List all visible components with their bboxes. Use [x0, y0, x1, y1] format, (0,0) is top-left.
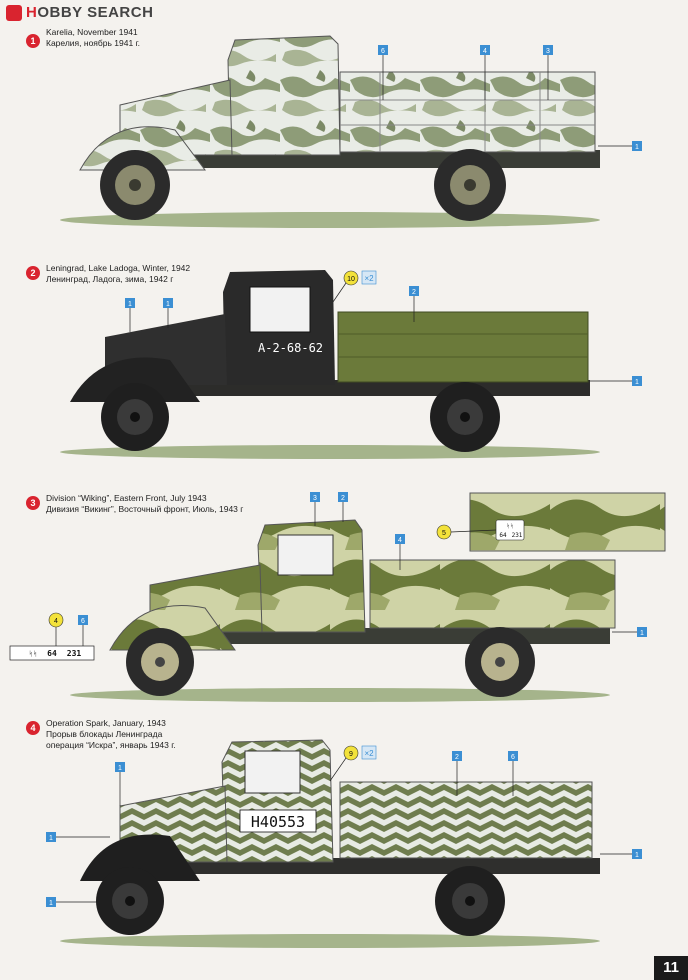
callout-1-top: 1 — [115, 762, 125, 806]
svg-text:1: 1 — [118, 765, 122, 772]
callout-3: 3 — [310, 492, 320, 526]
svg-text:6: 6 — [81, 618, 85, 625]
svg-text:1: 1 — [49, 900, 53, 907]
cargo-bed — [369, 559, 616, 629]
callout-6: 6 — [78, 615, 88, 646]
grass-ground — [70, 688, 610, 702]
svg-text:1: 1 — [640, 630, 644, 637]
front-fender — [79, 126, 206, 171]
profile-3-number: 3 — [26, 496, 40, 510]
svg-text:3: 3 — [313, 495, 317, 502]
svg-text:1: 1 — [635, 852, 639, 859]
svg-text:231: 231 — [512, 532, 523, 539]
callout-6: 6 — [378, 45, 388, 100]
svg-text:1: 1 — [49, 835, 53, 842]
truck-profile-1: 6 4 3 1 — [60, 35, 642, 228]
svg-text:×2: ×2 — [364, 749, 374, 758]
page-number: 11 — [654, 956, 688, 980]
svg-text:2: 2 — [341, 495, 345, 502]
board-plate: ᛋᛋ 64 231 — [495, 519, 525, 541]
callout-4-plate: 4 — [48, 612, 64, 646]
svg-text:5: 5 — [442, 530, 446, 537]
callout-3: 3 — [543, 45, 553, 100]
callout-1-b: 1 — [163, 298, 173, 328]
registration-plate: H40553 — [251, 813, 305, 831]
cab-window — [244, 750, 301, 794]
svg-text:1: 1 — [635, 144, 639, 151]
svg-text:3: 3 — [546, 48, 550, 55]
rear-wheel — [435, 866, 505, 936]
profile-2-number: 2 — [26, 266, 40, 280]
svg-text:231: 231 — [67, 649, 82, 658]
callout-4: 4 — [480, 45, 490, 100]
truck-profile-2: А-2-68-62 1 1 2 1 10 ×2 — [60, 270, 642, 459]
rear-wheel — [434, 149, 506, 221]
truck-profile-3: ᛋᛋ 64 231 ᛋᛋ 64 231 3 2 4 5 4 6 1 — [9, 492, 666, 702]
callout-1-a: 1 — [125, 298, 135, 332]
cab-window — [249, 286, 311, 333]
svg-text:6: 6 — [511, 754, 515, 761]
svg-text:4: 4 — [483, 48, 487, 55]
svg-text:ᛋᛋ: ᛋᛋ — [29, 650, 37, 658]
quantity-x2: ×2 — [361, 270, 377, 285]
rear-wheel — [465, 627, 535, 697]
front-fender — [70, 357, 200, 402]
hobby-search-logo: HOBBY SEARCH — [6, 4, 153, 21]
callout-1-c: 1 — [590, 376, 642, 386]
logo-text: HOBBY SEARCH — [26, 4, 154, 21]
callout-4: 4 — [395, 534, 405, 570]
profile-1-number: 1 — [26, 34, 40, 48]
svg-text:ᛋᛋ: ᛋᛋ — [506, 523, 513, 530]
svg-text:4: 4 — [54, 618, 58, 625]
svg-text:1: 1 — [635, 379, 639, 386]
cargo-bed — [339, 781, 593, 859]
callout-1: 1 — [598, 141, 642, 151]
front-wheel — [96, 867, 164, 935]
svg-text:64: 64 — [47, 649, 57, 658]
quantity-x2: ×2 — [361, 745, 377, 760]
callout-1-left: 1 — [46, 832, 110, 842]
front-fender — [80, 834, 200, 881]
cab — [227, 35, 341, 156]
registration-plate: ᛋᛋ 64 231 — [9, 645, 95, 661]
svg-text:6: 6 — [381, 48, 385, 55]
profile-1-caption: Karelia, November 1941 Карелия, ноябрь 1… — [46, 27, 140, 48]
front-wheel — [100, 150, 170, 220]
svg-text:2: 2 — [455, 754, 459, 761]
callout-1-right: 1 — [600, 849, 642, 859]
callout-2: 2 — [409, 286, 419, 322]
profile-4-number: 4 — [26, 721, 40, 735]
callout-1: 1 — [612, 627, 647, 637]
cargo-bed — [339, 71, 596, 153]
profile-4-caption: Operation Spark, January, 1943 Прорыв бл… — [46, 718, 176, 750]
svg-text:10: 10 — [347, 276, 355, 283]
svg-text:64: 64 — [499, 532, 507, 539]
truck-profile-4: H40553 1 9 ×2 2 6 1 1 1 — [46, 739, 642, 948]
cargo-bed — [337, 311, 589, 383]
callout-6: 6 — [508, 751, 518, 796]
callout-2: 2 — [338, 492, 348, 522]
grass-ground — [60, 934, 600, 948]
callout-2: 2 — [452, 751, 462, 796]
svg-text:4: 4 — [398, 537, 402, 544]
logo-icon — [6, 4, 22, 21]
front-wheel — [126, 628, 194, 696]
svg-text:1: 1 — [128, 301, 132, 308]
svg-text:1: 1 — [166, 301, 170, 308]
callout-5: 5 — [436, 524, 497, 540]
callout-9: 9 — [329, 745, 359, 782]
profile-3-caption: Division “Wiking”, Eastern Front, July 1… — [46, 493, 244, 514]
callout-10: 10 — [332, 270, 359, 303]
cab-window — [277, 534, 334, 576]
svg-text:9: 9 — [349, 751, 353, 758]
rear-wheel — [430, 382, 500, 452]
svg-text:2: 2 — [412, 289, 416, 296]
profile-2-caption: Leningrad, Lake Ladoga, Winter, 1942 Лен… — [46, 263, 191, 284]
svg-text:×2: ×2 — [364, 274, 374, 283]
callout-1-bottom: 1 — [46, 897, 100, 907]
plate-background — [239, 809, 317, 833]
registration-plate: А-2-68-62 — [258, 341, 323, 355]
front-wheel — [101, 383, 169, 451]
